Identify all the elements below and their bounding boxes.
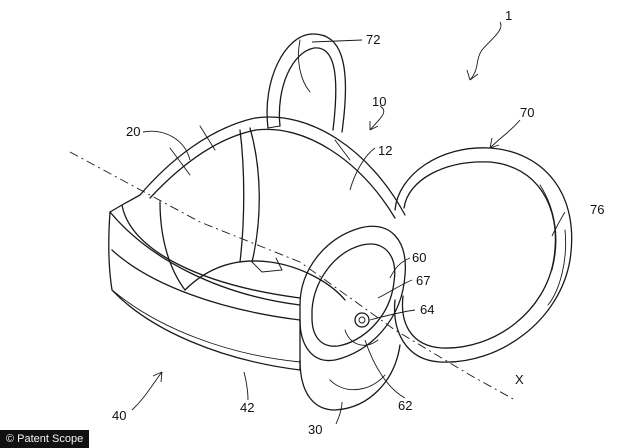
label-12: 12 <box>378 143 392 158</box>
label-20: 20 <box>126 124 140 139</box>
label-30: 30 <box>308 422 322 437</box>
label-62: 62 <box>398 398 412 413</box>
label-76: 76 <box>590 202 604 217</box>
label-64: 64 <box>420 302 434 317</box>
hinged-lid <box>393 147 573 363</box>
reference-arrows <box>131 21 521 411</box>
label-70: 70 <box>520 105 534 120</box>
leader-lines <box>142 39 566 425</box>
inner-cup <box>139 116 406 301</box>
casing-band <box>108 194 301 371</box>
end-cap <box>299 225 406 411</box>
label-1: 1 <box>505 8 512 23</box>
axis-line <box>69 151 516 401</box>
label-67: 67 <box>416 273 430 288</box>
label-72: 72 <box>366 32 380 47</box>
label-60: 60 <box>412 250 426 265</box>
watermark: © Patent Scope <box>0 430 90 448</box>
label-X: X <box>515 372 524 387</box>
strap-loop <box>266 33 347 133</box>
label-40: 40 <box>112 408 126 423</box>
label-10: 10 <box>372 94 386 109</box>
label-42: 42 <box>240 400 254 415</box>
reference-numerals: 1 72 10 70 20 12 76 60 67 64 X 42 40 62 … <box>112 8 604 437</box>
